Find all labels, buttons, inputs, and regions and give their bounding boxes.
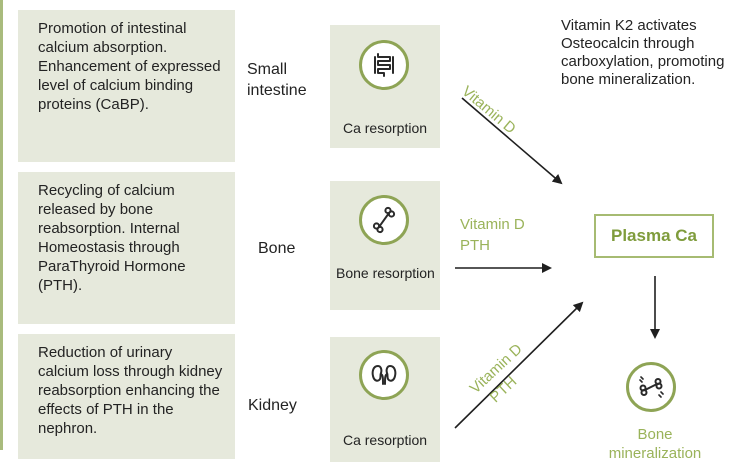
kidney-resorption-box: Ca resorption <box>330 337 440 462</box>
kidney-icon <box>359 350 409 400</box>
kidney-box-label: Ca resorption <box>342 432 428 448</box>
organ-label-bone: Bone <box>258 240 296 257</box>
bone-description: Recycling of calcium released by bone re… <box>18 172 235 324</box>
flow-arrows <box>454 97 660 429</box>
arrow-label-middle-2: PTH <box>460 237 490 254</box>
mineralization-label-line2: mineralization <box>608 445 702 462</box>
bone-icon <box>626 362 676 412</box>
mineralization-label-line1: Bone <box>637 426 673 443</box>
arrow-kidney-to-plasma <box>454 301 584 429</box>
plasma-ca-label: Plasma Ca <box>611 226 697 245</box>
organ-label-kidney: Kidney <box>248 397 297 414</box>
arrow-label-middle-1: Vitamin D <box>460 216 525 233</box>
intestine-box-label: Ca resorption <box>342 120 428 136</box>
plasma-ca-box: Plasma Ca <box>594 214 714 258</box>
organ-label-small-intestine: Small intestine <box>247 61 307 99</box>
bone-resorption-box: Bone resorption <box>330 181 440 310</box>
intestine-icon <box>359 40 409 90</box>
left-accent-bar <box>0 0 3 450</box>
bone-box-label: Bone resorption <box>336 265 435 281</box>
intestine-description: Promotion of intestinal calcium absorpti… <box>18 10 235 162</box>
intestine-resorption-box: Ca resorption <box>330 25 440 148</box>
vitamin-k2-note: Vitamin K2 activates Osteocalcin through… <box>561 17 725 88</box>
arrow-intestine-to-plasma <box>461 97 563 185</box>
bone-mineralization-label: Bone mineralization <box>600 425 710 463</box>
bone-icon <box>359 195 409 245</box>
kidney-description: Reduction of urinary calcium loss throug… <box>18 334 235 459</box>
